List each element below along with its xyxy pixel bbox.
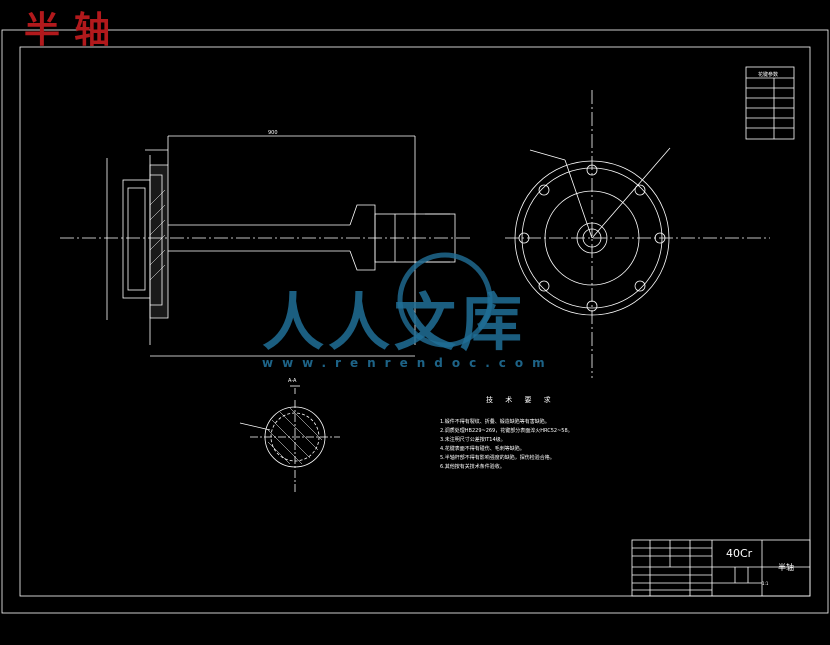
tech-req-item: 3.未注明尺寸公差按IT14级。 [440, 437, 506, 443]
tech-req-item: 6.其他按有关技术条件验收。 [440, 464, 505, 470]
drawing-title: 半轴 [24, 9, 125, 51]
title-block [631, 539, 811, 597]
tech-req-item: 1.锻件不得有裂纹、折叠、锻造缺陷等有害缺陷。 [440, 419, 550, 425]
scale-label: 1:1 [762, 581, 769, 586]
part-name-label: 半轴 [778, 563, 794, 572]
material-label: 40Cr [726, 547, 753, 560]
param-table-title: 花键参数 [758, 72, 779, 78]
outer-frame [1, 29, 829, 614]
tech-req-heading: 技 术 要 求 [486, 396, 556, 404]
tech-req-list: 1.锻件不得有裂纹、折叠、锻造缺陷等有害缺陷。 2.调质处理HB229~269，… [440, 418, 573, 472]
tech-req-item: 5.半轴杆部不得有影响强度的缺陷，探伤检验合格。 [440, 455, 555, 461]
tech-req-item: 4.花键表面不得有碰伤、毛刺等缺陷。 [440, 446, 525, 452]
half-shaft-side-view [60, 135, 470, 357]
flange-front-view [505, 90, 770, 378]
spline-section [239, 385, 340, 492]
section-label: A-A [288, 378, 297, 384]
overall-length-label: 900 [268, 130, 278, 136]
parameter-table [745, 66, 795, 140]
tech-req-item: 2.调质处理HB229~269，花键部分表面淬火HRC52~58。 [440, 428, 573, 434]
watermark-text: 人人文库 [262, 286, 527, 359]
watermark-url: www.renrendoc.com [262, 356, 554, 370]
inner-frame [19, 46, 811, 597]
watermark-ring [397, 252, 493, 348]
